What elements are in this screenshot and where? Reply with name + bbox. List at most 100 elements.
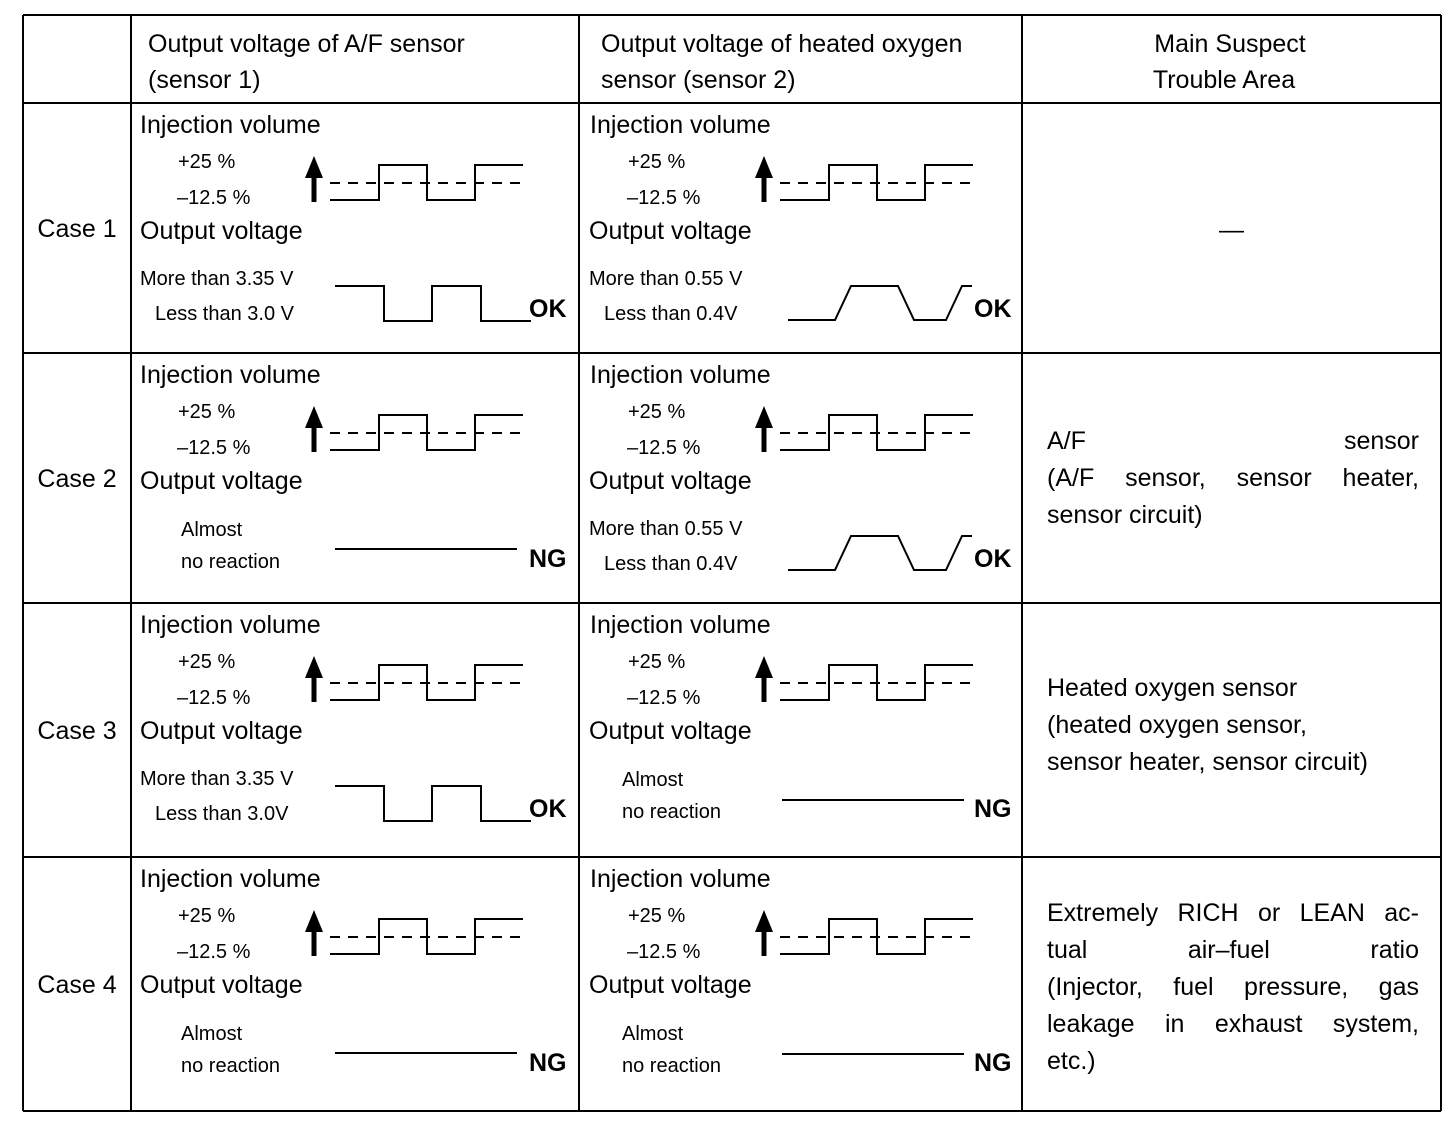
ho2-injection-title: Injection volume bbox=[590, 865, 771, 893]
trouble-area-line: (A/F sensor, sensor heater, bbox=[1047, 464, 1419, 492]
af-output-high: More than 3.35 V bbox=[140, 268, 294, 290]
header-af-line-1: Output voltage of A/F sensor bbox=[148, 30, 465, 58]
af-injection-low: –12.5 % bbox=[177, 187, 251, 209]
ho2-output-note-2: no reaction bbox=[622, 801, 721, 823]
af-injection-high: +25 % bbox=[178, 151, 235, 173]
trouble-area-line: (heated oxygen sensor, bbox=[1047, 711, 1307, 739]
af-injection-wave bbox=[330, 664, 523, 701]
ho2-injection-high: +25 % bbox=[628, 905, 685, 927]
header-area-line-2: Trouble Area bbox=[1153, 66, 1295, 94]
af-output-title: Output voltage bbox=[140, 467, 303, 495]
trouble-area-line: tual air–fuel ratio bbox=[1047, 936, 1419, 964]
ho2-injection-high: +25 % bbox=[628, 151, 685, 173]
af-result: NG bbox=[529, 1049, 567, 1077]
header-ho2-line-1: Output voltage of heated oxygen bbox=[601, 30, 962, 58]
ho2-result: NG bbox=[974, 795, 1012, 823]
ho2-output-high: More than 0.55 V bbox=[589, 268, 743, 290]
af-output-low: Less than 3.0V bbox=[155, 803, 289, 825]
header-row: Output voltage of A/F sensor (sensor 1) Ou… bbox=[148, 30, 1306, 94]
trouble-area-line: leakage in exhaust system, bbox=[1047, 1010, 1419, 1038]
ho2-injection-wave bbox=[780, 164, 973, 201]
case-row: Case 3 Injection volume +25 % –12.5 % Output… bbox=[37, 611, 1011, 825]
af-result: OK bbox=[529, 295, 567, 323]
af-injection-low: –12.5 % bbox=[177, 437, 251, 459]
trouble-area-line: sensor heater, sensor circuit) bbox=[1047, 748, 1368, 776]
af-injection-low: –12.5 % bbox=[177, 687, 251, 709]
ho2-output-note-2: no reaction bbox=[622, 1055, 721, 1077]
trouble-area-line: A/F sensor bbox=[1047, 427, 1419, 455]
af-output-note-1: Almost bbox=[181, 1023, 243, 1045]
ho2-injection-wave bbox=[780, 414, 973, 451]
af-injection-wave bbox=[330, 164, 523, 201]
ho2-output-low: Less than 0.4V bbox=[604, 553, 738, 575]
ho2-injection-high: +25 % bbox=[628, 651, 685, 673]
case-label: Case 4 bbox=[37, 971, 116, 999]
trouble-area-none: — bbox=[1219, 216, 1244, 244]
af-arrow-head bbox=[305, 406, 323, 428]
af-output-note-2: no reaction bbox=[181, 1055, 280, 1077]
case-row: Case 1 Injection volume +25 % –12.5 % Output… bbox=[37, 111, 1011, 325]
af-injection-wave bbox=[330, 414, 523, 451]
ho2-injection-high: +25 % bbox=[628, 401, 685, 423]
ho2-output-note-1: Almost bbox=[622, 1023, 684, 1045]
trouble-area-line: etc.) bbox=[1047, 1047, 1096, 1075]
ho2-injection-wave bbox=[780, 664, 973, 701]
trouble-area-line: Extremely RICH or LEAN ac- bbox=[1047, 899, 1419, 927]
af-injection-title: Injection volume bbox=[140, 361, 321, 389]
ho2-result: OK bbox=[974, 295, 1012, 323]
ho2-output-title: Output voltage bbox=[589, 971, 752, 999]
table-grid bbox=[22, 14, 1442, 1112]
case-row: Case 4 Injection volume +25 % –12.5 % Output… bbox=[37, 865, 1011, 1077]
af-injection-high: +25 % bbox=[178, 905, 235, 927]
header-af-line-2: (sensor 1) bbox=[148, 66, 261, 94]
ho2-output-low: Less than 0.4V bbox=[604, 303, 738, 325]
af-injection-title: Injection volume bbox=[140, 611, 321, 639]
ho2-arrow-head bbox=[755, 656, 773, 678]
ho2-injection-title: Injection volume bbox=[590, 361, 771, 389]
af-output-note-1: Almost bbox=[181, 519, 243, 541]
af-output-high: More than 3.35 V bbox=[140, 768, 294, 790]
af-output-title: Output voltage bbox=[140, 717, 303, 745]
trouble-area-case-2: A/F sensor (A/F sensor, sensor heater, sen… bbox=[1047, 423, 1419, 534]
af-output-title: Output voltage bbox=[140, 217, 303, 245]
trouble-area-line: sensor circuit) bbox=[1047, 501, 1203, 529]
af-output-low: Less than 3.0 V bbox=[155, 303, 295, 325]
af-injection-high: +25 % bbox=[178, 651, 235, 673]
ho2-output-wave bbox=[788, 535, 972, 571]
af-injection-low: –12.5 % bbox=[177, 941, 251, 963]
af-output-title: Output voltage bbox=[140, 971, 303, 999]
case-label: Case 3 bbox=[37, 717, 116, 745]
trouble-area-case-4: Extremely RICH or LEAN ac-tual air–fuel … bbox=[1047, 895, 1419, 1080]
af-arrow-head bbox=[305, 156, 323, 178]
af-injection-wave bbox=[330, 918, 523, 955]
case-row: Case 2 Injection volume +25 % –12.5 % Output… bbox=[37, 361, 1011, 575]
ho2-injection-title: Injection volume bbox=[590, 611, 771, 639]
af-output-wave bbox=[335, 785, 531, 822]
af-output-note-2: no reaction bbox=[181, 551, 280, 573]
ho2-arrow-head bbox=[755, 156, 773, 178]
af-result: NG bbox=[529, 545, 567, 573]
trouble-area-case-3: Heated oxygen sensor(heated oxygen senso… bbox=[1047, 670, 1419, 781]
ho2-injection-low: –12.5 % bbox=[627, 437, 701, 459]
header-area-line-1: Main Suspect bbox=[1154, 30, 1306, 58]
ho2-output-wave bbox=[788, 285, 972, 321]
ho2-output-title: Output voltage bbox=[589, 217, 752, 245]
case-label: Case 1 bbox=[37, 215, 116, 243]
ho2-output-high: More than 0.55 V bbox=[589, 518, 743, 540]
ho2-injection-wave bbox=[780, 918, 973, 955]
af-result: OK bbox=[529, 795, 567, 823]
ho2-result: OK bbox=[974, 545, 1012, 573]
af-arrow-head bbox=[305, 656, 323, 678]
ho2-output-note-1: Almost bbox=[622, 769, 684, 791]
af-output-wave bbox=[335, 285, 531, 322]
af-injection-high: +25 % bbox=[178, 401, 235, 423]
ho2-injection-low: –12.5 % bbox=[627, 941, 701, 963]
ho2-injection-title: Injection volume bbox=[590, 111, 771, 139]
table-content: Output voltage of A/F sensor (sensor 1) Ou… bbox=[37, 30, 1305, 1077]
ho2-injection-low: –12.5 % bbox=[627, 687, 701, 709]
header-ho2-line-2: sensor (sensor 2) bbox=[601, 66, 796, 94]
case-label: Case 2 bbox=[37, 465, 116, 493]
ho2-injection-low: –12.5 % bbox=[627, 187, 701, 209]
ho2-result: NG bbox=[974, 1049, 1012, 1077]
